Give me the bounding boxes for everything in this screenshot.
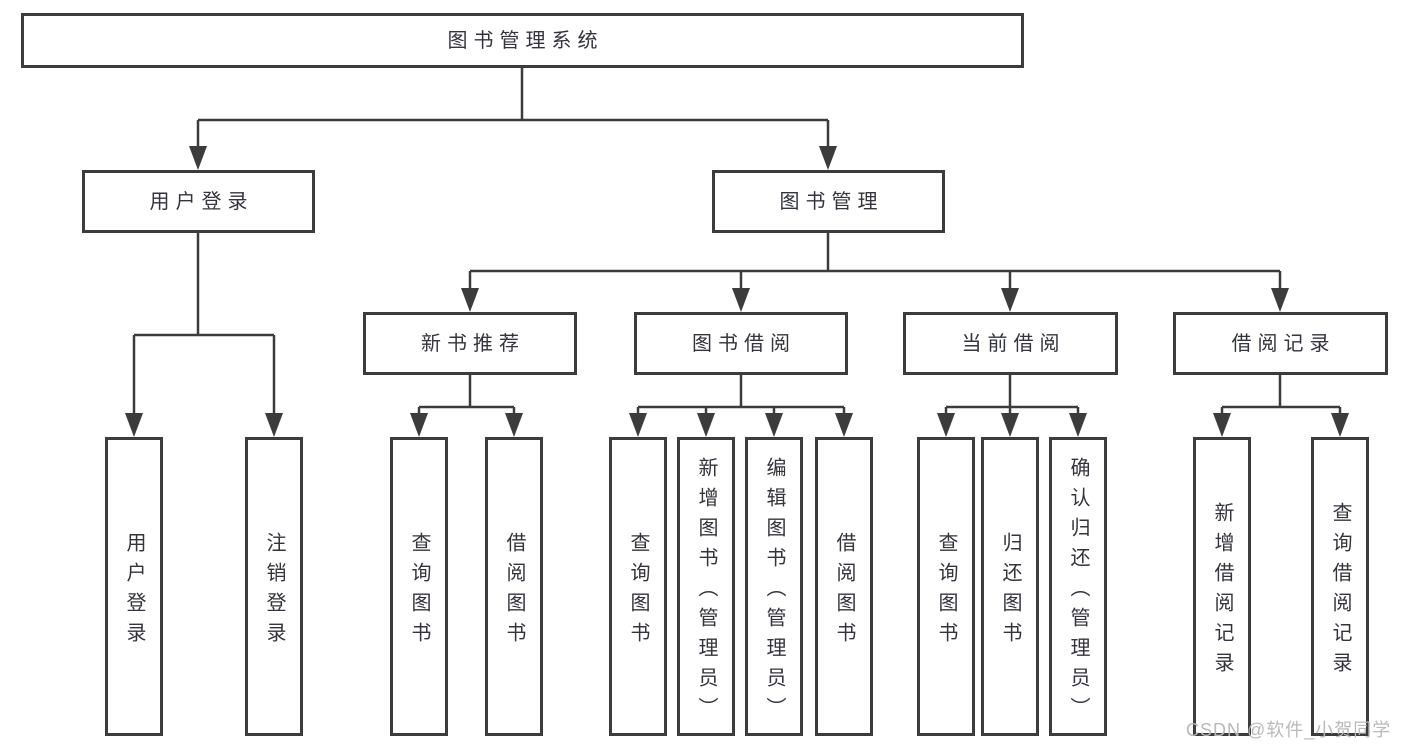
leaf-confirm-return-admin: 确认归还（管理员） — [1049, 437, 1107, 736]
node-system-root: 图书管理系统 — [21, 13, 1024, 68]
node-label: 图书管理 — [779, 190, 884, 213]
node-label: 新增借阅记录 — [1211, 501, 1233, 682]
node-book-borrow: 图书借阅 — [634, 312, 848, 375]
leaf-query-borrow-record: 查询借阅记录 — [1311, 437, 1369, 736]
leaf-user-login: 用户登录 — [105, 437, 163, 736]
node-book-management: 图书管理 — [712, 170, 945, 233]
node-current-borrow: 当前借阅 — [903, 312, 1118, 375]
leaf-edit-book-admin: 编辑图书（管理员） — [745, 437, 803, 736]
node-new-book-recommend: 新书推荐 — [363, 312, 577, 375]
node-label: 查询图书 — [408, 531, 430, 652]
leaf-borrow-book: 借阅图书 — [815, 437, 873, 736]
node-label: 借阅图书 — [503, 531, 525, 652]
node-label: 图书借阅 — [692, 332, 796, 355]
leaf-add-borrow-record: 新增借阅记录 — [1193, 437, 1251, 736]
watermark: CSDN @软件_小贺同学 — [1186, 720, 1392, 740]
leaf-query-book-newrec: 查询图书 — [390, 437, 448, 736]
node-label: 查询图书 — [627, 531, 649, 652]
node-label: 借阅记录 — [1231, 332, 1336, 355]
leaf-borrow-book-newrec: 借阅图书 — [485, 437, 543, 736]
node-label: 确认归还（管理员） — [1067, 456, 1089, 727]
node-label: 查询图书 — [935, 531, 957, 652]
connector-edges — [132, 68, 1342, 423]
leaf-query-book-current: 查询图书 — [917, 437, 975, 736]
node-label: 图书管理系统 — [447, 29, 604, 52]
node-label: 查询借阅记录 — [1329, 501, 1351, 682]
leaf-return-book: 归还图书 — [981, 437, 1039, 736]
arrowheads — [125, 146, 1349, 437]
node-label: 借阅图书 — [833, 531, 855, 652]
leaf-logout: 注销登录 — [245, 437, 303, 736]
node-user-login: 用户登录 — [82, 170, 315, 233]
node-label: 新书推荐 — [421, 332, 525, 355]
leaf-add-book-admin: 新增图书（管理员） — [677, 437, 735, 736]
node-label: 归还图书 — [999, 531, 1021, 652]
node-borrow-records: 借阅记录 — [1173, 312, 1388, 375]
leaf-query-book-borrow: 查询图书 — [609, 437, 667, 736]
node-label: 用户登录 — [123, 531, 145, 652]
node-label: 注销登录 — [263, 531, 285, 652]
node-label: 用户登录 — [149, 190, 254, 213]
node-label: 当前借阅 — [961, 332, 1066, 355]
node-label: 新增图书（管理员） — [695, 456, 717, 727]
node-label: 编辑图书（管理员） — [763, 456, 785, 727]
